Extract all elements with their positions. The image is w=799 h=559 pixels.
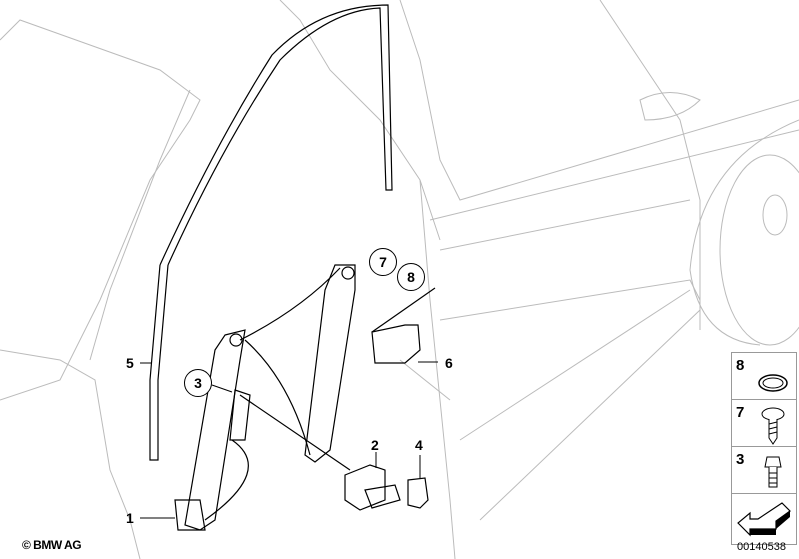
copyright-text: © BMW AG [22, 538, 82, 552]
legend-number: 3 [736, 451, 745, 468]
legend-item-3[interactable]: 3 [732, 447, 796, 494]
window-guide-rail [149, 4, 393, 461]
callout-1[interactable]: 1 [126, 510, 134, 526]
callout-3[interactable]: 3 [184, 369, 212, 397]
screw-icon [761, 407, 785, 445]
callout-8[interactable]: 8 [397, 263, 425, 291]
leader-lines [140, 361, 438, 519]
legend-item-arrow[interactable] [732, 494, 796, 544]
legend-item-8[interactable]: 8 [732, 353, 796, 400]
legend-number: 7 [736, 404, 745, 421]
legend-number: 8 [736, 357, 745, 374]
connector-part [407, 477, 429, 509]
parts-legend: 8 7 3 [731, 352, 797, 545]
bracket-part [371, 287, 436, 364]
callout-7[interactable]: 7 [369, 248, 397, 276]
callout-2[interactable]: 2 [371, 437, 379, 453]
arrow-icon [737, 502, 791, 537]
legend-item-7[interactable]: 7 [732, 400, 796, 447]
window-regulator [174, 264, 356, 531]
callout-5[interactable]: 5 [126, 355, 134, 371]
bolt-icon [764, 456, 782, 488]
o-ring-icon [758, 374, 788, 392]
diagram-code: 00140538 [737, 541, 786, 553]
callout-6[interactable]: 6 [445, 355, 453, 371]
callout-4[interactable]: 4 [415, 437, 423, 453]
window-motor [239, 394, 401, 511]
